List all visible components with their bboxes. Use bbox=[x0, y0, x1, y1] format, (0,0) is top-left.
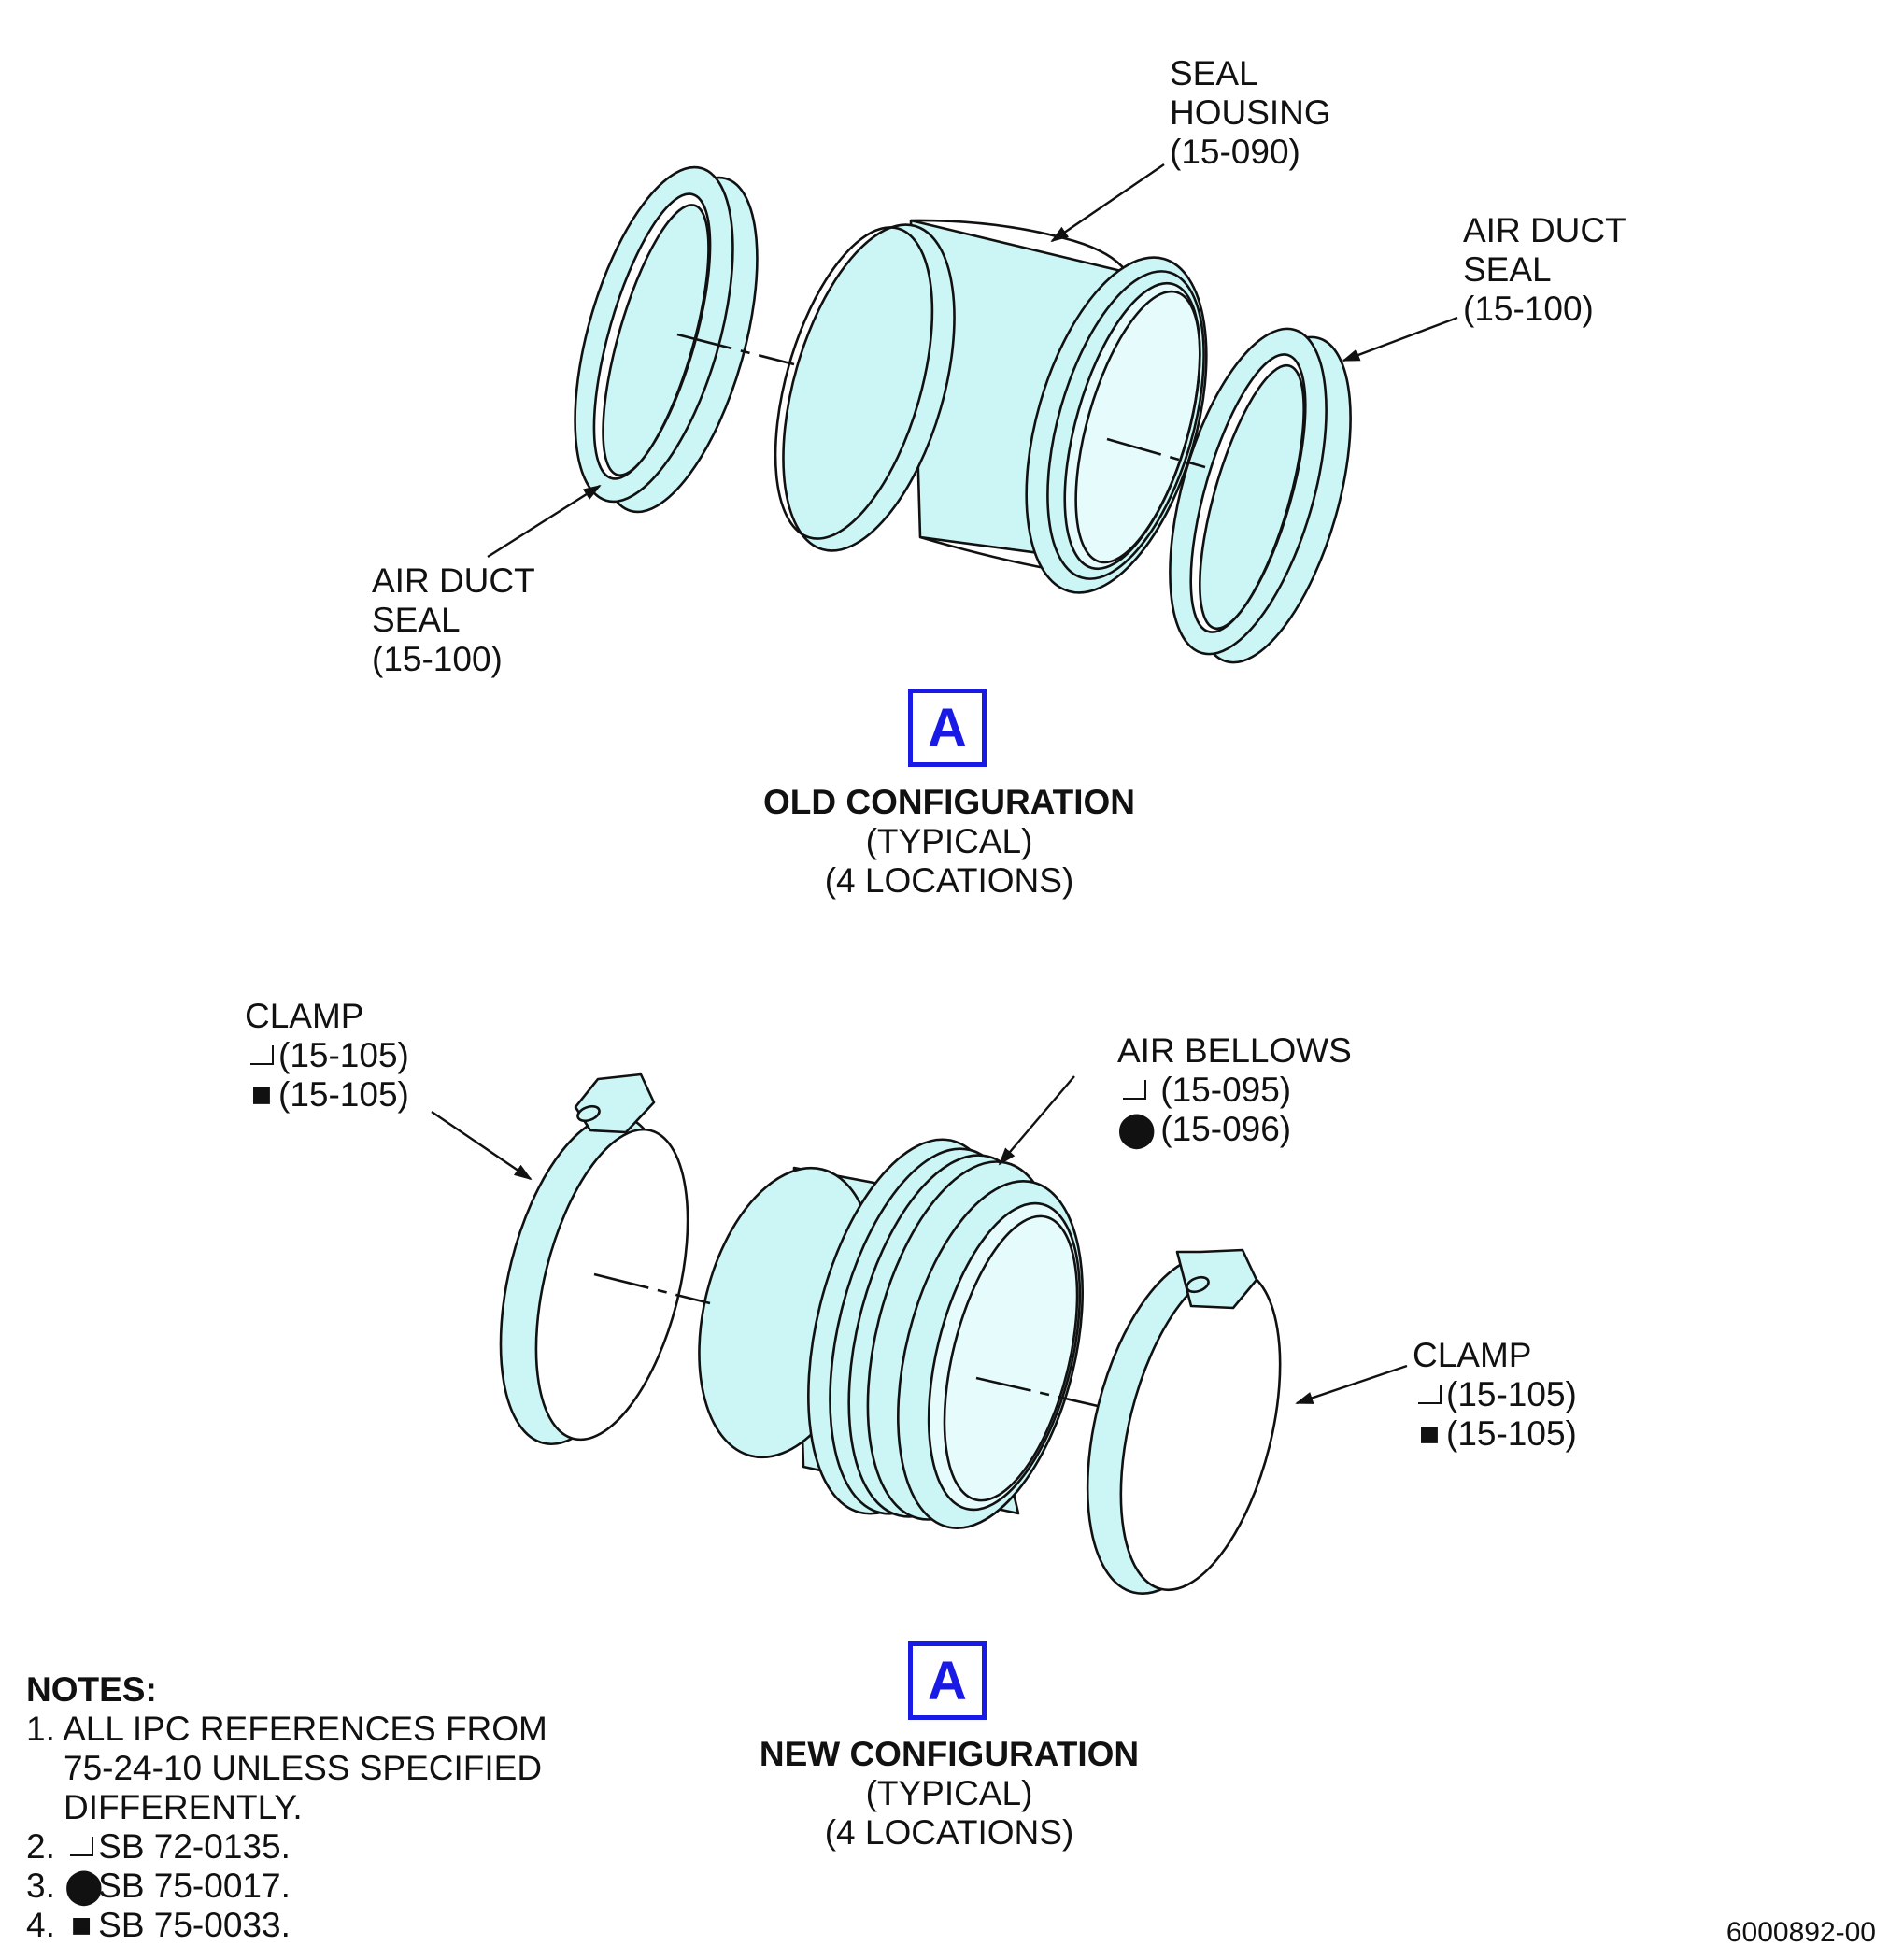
note-2: 2. SB 72-0135. bbox=[26, 1827, 291, 1867]
clamp-left-label: CLAMP (15-105) ■(15-105) bbox=[245, 997, 409, 1114]
note-1-line-3: DIFFERENTLY. bbox=[64, 1788, 303, 1826]
note-3: 3. ⬤SB 75-0017. bbox=[26, 1867, 291, 1905]
notes-block: NOTES: 1. ALL IPC REFERENCES FROM 75-24-… bbox=[26, 1670, 547, 1945]
seal-housing-label: SEAL HOUSING (15-090) bbox=[1170, 54, 1331, 171]
square-icon: ■ bbox=[250, 1075, 273, 1114]
notes-heading: NOTES: bbox=[26, 1670, 157, 1709]
air-duct-seal-right-label: AIR DUCT SEAL (15-100) bbox=[1463, 211, 1626, 328]
air-bellows-label: AIR BELLOWS (15-095) ⬤ (15-096) bbox=[1117, 1031, 1352, 1148]
note-1-line-1: 1. ALL IPC REFERENCES FROM bbox=[26, 1710, 547, 1748]
clamp-right-part bbox=[1086, 1248, 1282, 1595]
air-bellows-part bbox=[698, 1138, 1084, 1529]
new-config-locations: (4 LOCATIONS) bbox=[824, 1813, 1074, 1852]
old-config-locations: (4 LOCATIONS) bbox=[824, 861, 1074, 900]
triangle-icon bbox=[64, 1827, 98, 1867]
centerlines bbox=[593, 333, 1206, 1408]
old-config-subtitle: (TYPICAL) bbox=[865, 822, 1033, 860]
note-4: 4. ■SB 75-0033. bbox=[26, 1906, 291, 1944]
leader-lines bbox=[431, 163, 1458, 1405]
old-config-caption: OLD CONFIGURATION (TYPICAL) (4 LOCATIONS… bbox=[669, 783, 1229, 901]
clamp-right-label: CLAMP (15-105) ■(15-105) bbox=[1413, 1336, 1577, 1453]
triangle-icon bbox=[1117, 1071, 1151, 1110]
square-icon: ■ bbox=[1418, 1414, 1441, 1453]
figure-id: 6000892-00 bbox=[1726, 1917, 1876, 1948]
triangle-icon bbox=[245, 1036, 278, 1075]
new-config-title: NEW CONFIGURATION bbox=[759, 1735, 1140, 1773]
circle-icon: ⬤ bbox=[1117, 1110, 1157, 1148]
old-config-title: OLD CONFIGURATION bbox=[762, 783, 1136, 821]
air-duct-seal-left-label: AIR DUCT SEAL (15-100) bbox=[372, 561, 535, 678]
square-icon: ■ bbox=[70, 1906, 92, 1944]
new-config-caption: NEW CONFIGURATION (TYPICAL) (4 LOCATIONS… bbox=[669, 1735, 1229, 1853]
circle-icon: ⬤ bbox=[64, 1867, 104, 1905]
note-1-line-2: 75-24-10 UNLESS SPECIFIED bbox=[64, 1749, 543, 1787]
clamp-left-part bbox=[499, 1072, 689, 1446]
view-a-callout-old: A bbox=[908, 689, 987, 767]
air-duct-seal-right-part bbox=[1169, 327, 1352, 664]
seal-housing-part bbox=[774, 219, 1208, 594]
view-a-callout-new: A bbox=[908, 1641, 987, 1720]
air-duct-seal-left-part bbox=[574, 165, 759, 514]
triangle-icon bbox=[1413, 1375, 1446, 1414]
new-config-subtitle: (TYPICAL) bbox=[865, 1774, 1033, 1812]
